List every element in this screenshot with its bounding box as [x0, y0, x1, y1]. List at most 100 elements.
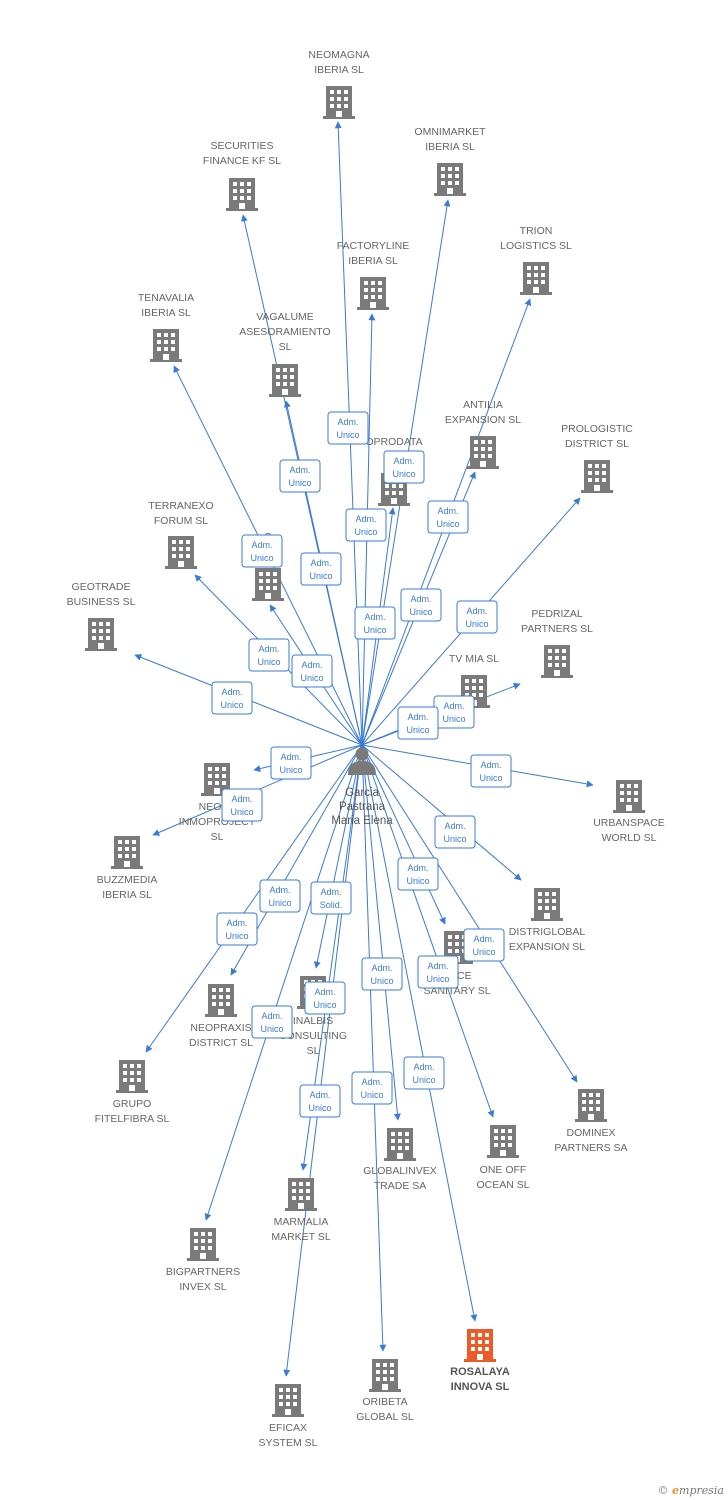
role-label-factoryline[interactable]: Adm.Unico	[345, 508, 387, 542]
building-icon	[541, 645, 573, 678]
person-name-label: Pastrana	[339, 801, 386, 813]
role-label-terranexo[interactable]: Adm.Unico	[248, 638, 290, 672]
role-label-text: Unico	[288, 478, 311, 488]
role-label-neopraxis[interactable]: Adm.Unico	[259, 879, 301, 913]
role-label-sanitary[interactable]: Adm.Unico	[397, 857, 439, 891]
role-label-tenavalia[interactable]: Adm.Unico	[241, 534, 283, 568]
role-label-omnimarket[interactable]: Adm.Unico	[383, 450, 425, 484]
role-label-box	[383, 450, 425, 484]
role-label-distriglobal[interactable]: Adm.Unico	[434, 815, 476, 849]
role-label-text: Unico	[472, 947, 495, 957]
role-label-antilia[interactable]: Adm.Unico	[400, 588, 442, 622]
role-label-oribeta[interactable]: Adm.Unico	[351, 1071, 393, 1105]
role-label-text: Adm.	[413, 1062, 434, 1072]
credit: © empresia	[658, 1484, 724, 1497]
company-label: IBERIA SL	[425, 141, 475, 153]
company-label: FACTORYLINE	[337, 240, 410, 252]
role-label-vagalume[interactable]: Adm.Unico	[300, 552, 342, 586]
company-label: VAGALUME	[256, 311, 314, 323]
company-label: PARTNERS SA	[554, 1142, 627, 1154]
role-label-text: Adm.	[355, 514, 376, 524]
company-label: FORUM SL	[154, 515, 208, 527]
company-label: MARKET SL	[271, 1231, 330, 1243]
company-label: DISTRIGLOBAL	[509, 926, 586, 938]
role-label-geotrade[interactable]: Adm.Unico	[211, 681, 253, 715]
role-label-pedrizal[interactable]: Adm.Unico	[433, 695, 475, 729]
edge-globalinvex	[361, 744, 401, 1121]
role-label-text: Unico	[426, 974, 449, 984]
company-node-tvmia[interactable]: TV MIA SL	[449, 653, 499, 708]
role-label-text: Adm.	[437, 506, 458, 516]
role-label-text: Unico	[279, 765, 302, 775]
role-label-box	[351, 1071, 393, 1105]
person-icon	[348, 747, 376, 775]
role-label-neomagna[interactable]: Adm.Unico	[327, 411, 369, 445]
company-label: IBERIA SL	[102, 889, 152, 901]
role-label-neobe[interactable]: Adm.Unico	[270, 746, 312, 780]
role-label-text: Adm.	[221, 687, 242, 697]
role-label-globalinvex[interactable]: Adm.Unico	[361, 957, 403, 991]
role-label-text: Unico	[360, 1090, 383, 1100]
role-label-buzzmedia[interactable]: Adm.Unico	[221, 788, 263, 822]
edge-bigpartners	[204, 744, 363, 1221]
role-label-prologistic[interactable]: Adm.Unico	[456, 600, 498, 634]
role-label-inalbis[interactable]: Adm.Solid.	[310, 881, 352, 915]
role-label-rosalaya[interactable]: Adm.Unico	[403, 1056, 445, 1090]
role-label-urbanspace[interactable]: Adm.Unico	[470, 754, 512, 788]
role-label-securities[interactable]: Adm.Unico	[279, 459, 321, 493]
role-label-dominex[interactable]: Adm.Unico	[463, 928, 505, 962]
role-label-bigpartners[interactable]: Adm.Unico	[299, 1084, 341, 1118]
company-node-dominex[interactable]: DOMINEX PARTNERS SA	[554, 1089, 628, 1154]
building-icon	[116, 1060, 148, 1093]
role-label-trion[interactable]: Adm.Unico	[427, 500, 469, 534]
role-label-text: Unico	[250, 553, 273, 563]
company-label: SL	[279, 341, 292, 353]
role-label-eficax[interactable]: Adm.Unico	[304, 981, 346, 1015]
role-label-marmalia[interactable]: Adm.Unico	[251, 1005, 293, 1039]
role-label-oprodata[interactable]: Adm.Unico	[354, 606, 396, 640]
role-label-oneoff[interactable]: Adm.Unico	[417, 955, 459, 989]
company-label: PEDRIZAL	[531, 608, 583, 620]
role-label-box	[456, 600, 498, 634]
role-label-tvmia[interactable]: Adm.Unico	[397, 706, 439, 740]
role-label-box	[291, 654, 333, 688]
role-label-grupo[interactable]: Adm.Unico	[216, 912, 258, 946]
company-label: PROLOGISTIC	[561, 423, 633, 435]
company-label: ROSALAYA	[450, 1366, 510, 1378]
building-icon	[272, 1384, 304, 1417]
building-icon	[357, 277, 389, 310]
role-label-text: Adm.	[226, 918, 247, 928]
role-label-box	[354, 606, 396, 640]
building-icon	[434, 163, 466, 196]
role-label-midleft[interactable]: Adm.Unico	[291, 654, 333, 688]
role-label-box	[427, 500, 469, 534]
building-icon	[531, 888, 563, 921]
company-label: DOMINEX	[566, 1127, 615, 1139]
